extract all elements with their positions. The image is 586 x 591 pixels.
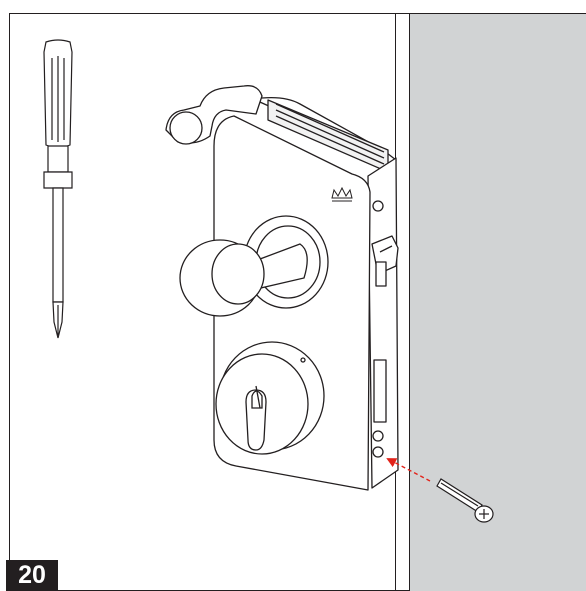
door-knob bbox=[179, 215, 329, 317]
step-number-badge: 20 bbox=[6, 560, 58, 591]
door-frame bbox=[395, 14, 586, 591]
screw-icon bbox=[436, 478, 494, 523]
screwdriver-icon bbox=[43, 39, 73, 339]
lock-cylinder bbox=[215, 341, 325, 455]
arrow-icon bbox=[386, 458, 431, 482]
crown-logo-icon bbox=[331, 186, 353, 202]
